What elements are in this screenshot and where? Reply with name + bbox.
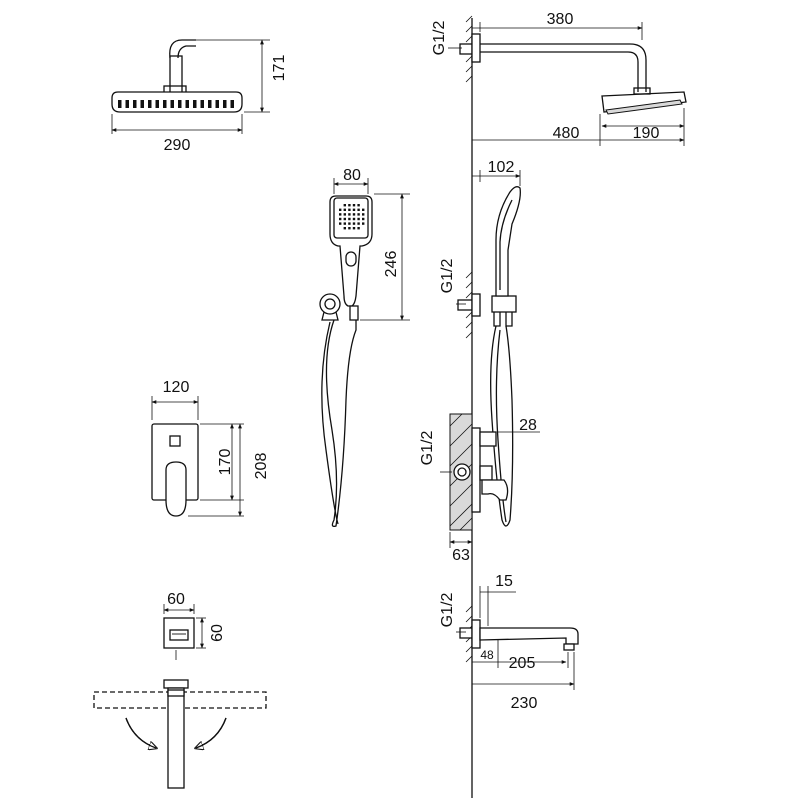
spout-plate-front: 60 60 [163, 591, 226, 660]
hand-nozzle [348, 208, 351, 211]
hand-nozzle [343, 208, 346, 211]
hand-nozzle [362, 217, 365, 221]
hand-nozzle [348, 227, 351, 230]
head-front-view: 290 171 [111, 39, 288, 154]
hand-nozzle [357, 213, 360, 216]
hand-nozzle [343, 217, 346, 221]
hand-nozzle [362, 208, 365, 211]
dim-spout-length: 205 [509, 655, 536, 672]
hand-nozzle [357, 208, 360, 211]
dim-spout-plate: 60 [167, 591, 185, 608]
dim-spout-thread-offset: 15 [495, 573, 513, 590]
head-nozzle [230, 100, 234, 108]
rotation-arrow-left-icon [125, 717, 156, 748]
hand-nozzle [352, 204, 356, 207]
dim-valve-body-depth: 63 [452, 547, 470, 564]
dim-spout-plate-height: 60 [209, 624, 226, 642]
dim-spout-total: 230 [511, 695, 538, 712]
hand-nozzle [352, 222, 356, 225]
head-nozzle [148, 100, 152, 108]
hand-nozzle [357, 217, 360, 221]
dim-arm-projection: 480 [553, 125, 580, 142]
head-nozzle [208, 100, 212, 108]
head-nozzle [133, 100, 137, 108]
hand-nozzle [352, 208, 356, 211]
thread-holder-label: G1/2 [439, 259, 456, 294]
hand-nozzle [343, 204, 346, 207]
arm-side-view: 380 480 190 G1/2 [431, 11, 687, 146]
hand-nozzle [357, 222, 360, 225]
hand-nozzle [362, 213, 365, 216]
dim-head-side-width: 190 [633, 125, 660, 142]
hand-shower-front: 80 246 [319, 167, 410, 528]
head-nozzle [170, 100, 174, 108]
head-nozzle [155, 100, 159, 108]
hand-nozzle [352, 213, 356, 216]
dim-valve-inner-height: 170 [217, 449, 234, 476]
thread-valve-label: G1/2 [419, 431, 436, 466]
head-nozzle [185, 100, 189, 108]
hand-nozzle [357, 227, 360, 230]
hand-nozzle [339, 222, 342, 225]
hand-nozzle [343, 222, 346, 225]
head-nozzle [178, 100, 182, 108]
dim-head-height: 171 [271, 55, 288, 82]
hand-nozzle [348, 222, 351, 225]
head-nozzle [193, 100, 197, 108]
dim-valve-width: 120 [163, 379, 190, 396]
hand-nozzle [362, 222, 365, 225]
dim-arm-length: 380 [547, 11, 574, 28]
hand-nozzle [352, 217, 356, 221]
thread-spout-label: G1/2 [439, 593, 456, 628]
head-nozzle [223, 100, 227, 108]
hand-nozzle [352, 227, 356, 230]
rotation-arrow-right-icon [196, 717, 227, 748]
hand-nozzle [357, 204, 360, 207]
dim-spout-base: 48 [480, 648, 494, 662]
hand-nozzle [343, 227, 346, 230]
dim-holder-projection: 102 [488, 159, 515, 176]
head-nozzle [163, 100, 167, 108]
rotation-diagram [93, 679, 267, 789]
head-nozzle [200, 100, 204, 108]
head-nozzle [215, 100, 219, 108]
hand-shower-side: 102 G1/2 [439, 159, 521, 527]
hand-nozzle [348, 204, 351, 207]
head-nozzle [118, 100, 122, 108]
thread-arm-label: G1/2 [431, 21, 448, 56]
hand-nozzle [339, 213, 342, 216]
hand-nozzle [348, 217, 351, 221]
valve-side-view: 28 G1/2 63 [419, 413, 540, 564]
hand-nozzle [348, 213, 351, 216]
dim-hand-length: 246 [383, 251, 400, 278]
dim-valve-depth: 28 [519, 417, 537, 434]
spout-side-view: 15 G1/2 48 205 230 [439, 573, 579, 712]
hand-nozzle [343, 213, 346, 216]
dim-head-width: 290 [164, 137, 191, 154]
head-nozzle [125, 100, 129, 108]
hand-nozzle [339, 217, 342, 221]
head-nozzle [140, 100, 144, 108]
hand-nozzle [339, 208, 342, 211]
dim-hand-width: 80 [343, 167, 361, 184]
dim-valve-height: 208 [253, 453, 270, 480]
valve-plate-front: 120 170 208 [151, 379, 270, 517]
